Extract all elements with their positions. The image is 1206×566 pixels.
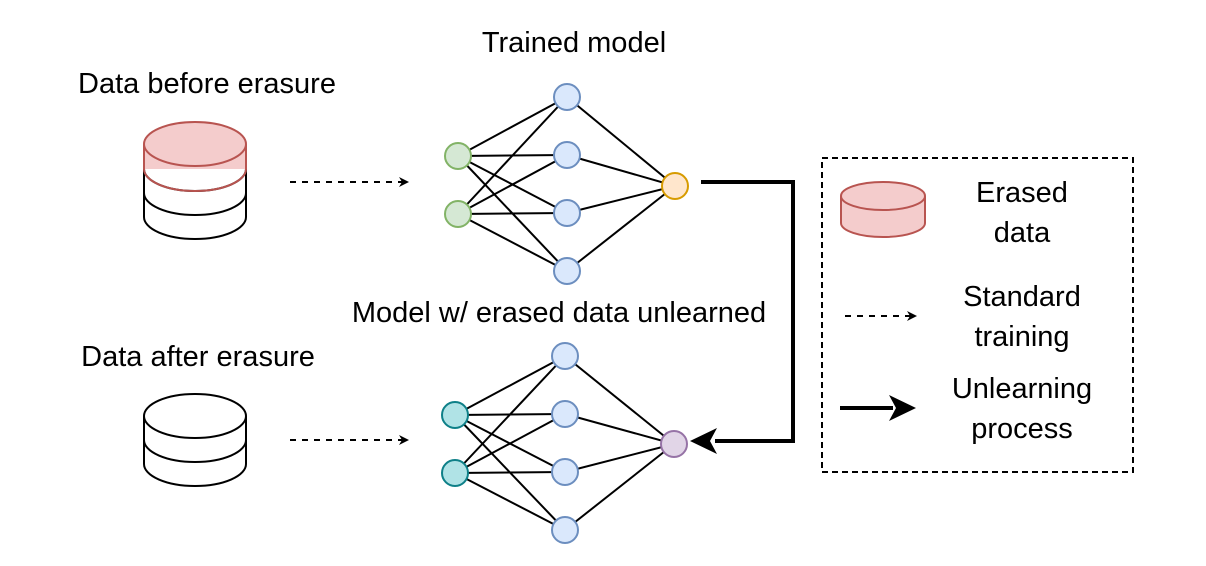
unlearned-edge bbox=[454, 471, 566, 474]
unlearned-edge bbox=[564, 443, 675, 473]
data-after-erasure-label: Data after erasure bbox=[81, 341, 315, 373]
unlearned-edge bbox=[564, 413, 675, 445]
trained-output-node bbox=[661, 172, 689, 200]
unlearning-arrowhead bbox=[690, 428, 717, 454]
trained-input-node bbox=[444, 142, 472, 170]
unlearned-edge bbox=[564, 355, 675, 445]
database-after-erasure-icon bbox=[143, 393, 247, 487]
legend-standard-line1: Standard bbox=[963, 281, 1081, 313]
unlearned-output-node bbox=[660, 430, 688, 458]
trained-edge bbox=[457, 96, 568, 215]
unlearned-edge bbox=[454, 355, 566, 416]
legend-solid-arrowhead bbox=[889, 395, 916, 421]
unlearned-hidden-node bbox=[551, 458, 579, 486]
unlearned-input-node bbox=[441, 459, 469, 487]
unlearned-edge bbox=[454, 355, 566, 474]
unlearned-model-label: Model w/ erased data unlearned bbox=[352, 297, 766, 329]
unlearned-hidden-node bbox=[551, 516, 579, 544]
legend-unlearning-line1: Unlearning bbox=[952, 373, 1092, 405]
unlearned-edge bbox=[564, 443, 675, 531]
trained-edge bbox=[566, 154, 676, 187]
trained-hidden-node bbox=[553, 83, 581, 111]
trained-edge bbox=[457, 213, 568, 272]
legend-erased-line2: data bbox=[994, 217, 1051, 249]
erased-data-legend-icon bbox=[840, 181, 926, 238]
trained-edge bbox=[566, 96, 676, 187]
unlearned-hidden-node bbox=[551, 342, 579, 370]
database-before-erasure-icon bbox=[143, 121, 247, 240]
trained-input-node bbox=[444, 200, 472, 228]
trained-edge bbox=[566, 185, 676, 214]
unlearned-input-node bbox=[441, 401, 469, 429]
data-before-erasure-label: Data before erasure bbox=[78, 68, 336, 100]
trained-network bbox=[444, 83, 689, 285]
legend-unlearning-line2: process bbox=[971, 413, 1073, 445]
legend: Erased data Standard training Unlearning… bbox=[821, 157, 1134, 473]
trained-edge bbox=[457, 154, 568, 215]
trained-edge bbox=[457, 96, 568, 157]
unlearned-hidden-node bbox=[551, 400, 579, 428]
unlearning-process-connector bbox=[701, 180, 795, 443]
legend-standard-line2: training bbox=[974, 321, 1069, 353]
trained-hidden-node bbox=[553, 141, 581, 169]
unlearned-edge bbox=[454, 413, 566, 474]
trained-model-label: Trained model bbox=[482, 27, 666, 59]
trained-hidden-node bbox=[553, 199, 581, 227]
legend-erased-line1: Erased bbox=[976, 177, 1068, 209]
trained-hidden-node bbox=[553, 257, 581, 285]
unlearned-network bbox=[441, 342, 688, 544]
legend-box bbox=[821, 157, 1134, 473]
unlearned-edge bbox=[454, 472, 566, 531]
trained-edge bbox=[457, 212, 568, 215]
trained-edge bbox=[566, 185, 676, 272]
